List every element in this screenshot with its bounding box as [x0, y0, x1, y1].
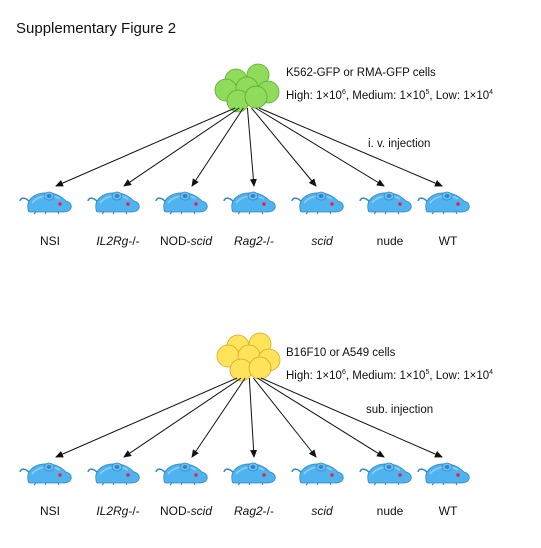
panel-2-mice	[19, 462, 471, 486]
panel-2-injection-label: sub. injection	[366, 404, 434, 416]
mouse-icon	[19, 191, 73, 215]
dose-low-exp: 4	[489, 369, 494, 376]
panel-1-mice	[19, 191, 471, 215]
strain-label: Rag2-/-	[233, 504, 275, 518]
strain-label: IL2Rg-/-	[96, 234, 140, 248]
mouse-icon	[223, 191, 277, 215]
panel-2-info: B16F10 or A549 cells High: 1×106, Medium…	[286, 344, 493, 386]
panel-1-arrows	[55, 107, 443, 187]
mouse-icon	[359, 191, 413, 215]
mouse-icon	[155, 191, 209, 215]
injection-arrow	[123, 107, 240, 187]
dose-medium-exp: 5	[425, 369, 430, 376]
panel-1-dose: High: 1×106, Medium: 1×105, Low: 1×104	[286, 83, 493, 106]
injection-arrow	[191, 377, 246, 458]
panel-2-cells-label: B16F10 or A549 cells	[286, 347, 396, 359]
panel-1-cell-cluster	[214, 63, 280, 113]
injection-arrow	[255, 107, 385, 187]
strain-label: scid	[311, 504, 333, 518]
dose-high: High: 1×10	[286, 90, 342, 102]
panel-1-injection-label: i. v. injection	[368, 138, 431, 150]
dose-high-exp: 6	[341, 89, 346, 96]
injection-arrow	[260, 377, 443, 458]
dose-low-exp: 4	[489, 89, 494, 96]
dose-low: , Low: 1×10	[429, 90, 490, 102]
injection-arrow	[257, 377, 385, 458]
dose-medium-exp: 5	[425, 89, 430, 96]
injection-arrow	[55, 377, 238, 458]
mouse-icon	[291, 462, 345, 486]
mouse-icon	[359, 462, 413, 486]
dose-high: High: 1×10	[286, 370, 342, 382]
strain-label: Rag2-/-	[233, 234, 275, 248]
mouse-icon	[223, 462, 277, 486]
figure-title: Supplementary Figure 2	[16, 20, 177, 37]
strain-label: NSI	[39, 234, 61, 248]
strain-label: NOD-scid	[159, 234, 213, 248]
injection-arrow	[248, 377, 258, 458]
strain-label: NSI	[39, 504, 61, 518]
panel-2-cell-cluster	[216, 332, 281, 382]
injection-arrow	[251, 107, 317, 187]
dose-medium: , Medium: 1×10	[345, 370, 426, 382]
injection-arrow	[123, 377, 242, 458]
panel-2-arrows	[55, 377, 443, 458]
strain-label: nude	[376, 234, 404, 248]
injection-arrow	[191, 107, 244, 187]
mouse-icon	[417, 191, 471, 215]
injection-arrow	[258, 107, 443, 187]
mouse-icon	[155, 462, 209, 486]
mouse-icon	[87, 191, 141, 215]
panel-2-dose: High: 1×106, Medium: 1×105, Low: 1×104	[286, 363, 493, 386]
injection-arrow	[55, 107, 236, 187]
strain-label: WT	[438, 504, 458, 518]
mouse-icon	[417, 462, 471, 486]
dose-medium: , Medium: 1×10	[345, 90, 426, 102]
strain-label: scid	[311, 234, 333, 248]
dose-low: , Low: 1×10	[429, 370, 490, 382]
panel-1-cells-label: K562-GFP or RMA-GFP cells	[286, 67, 436, 79]
strain-label: IL2Rg-/-	[96, 504, 140, 518]
injection-arrow	[252, 377, 317, 458]
strain-label: WT	[438, 234, 458, 248]
mouse-icon	[19, 462, 73, 486]
strain-label: nude	[376, 504, 404, 518]
strain-label: NOD-scid	[159, 504, 213, 518]
mouse-icon	[87, 462, 141, 486]
dose-high-exp: 6	[341, 369, 346, 376]
panel-1-info: K562-GFP or RMA-GFP cells High: 1×106, M…	[286, 64, 493, 106]
mouse-icon	[291, 191, 345, 215]
injection-arrow	[246, 107, 257, 187]
